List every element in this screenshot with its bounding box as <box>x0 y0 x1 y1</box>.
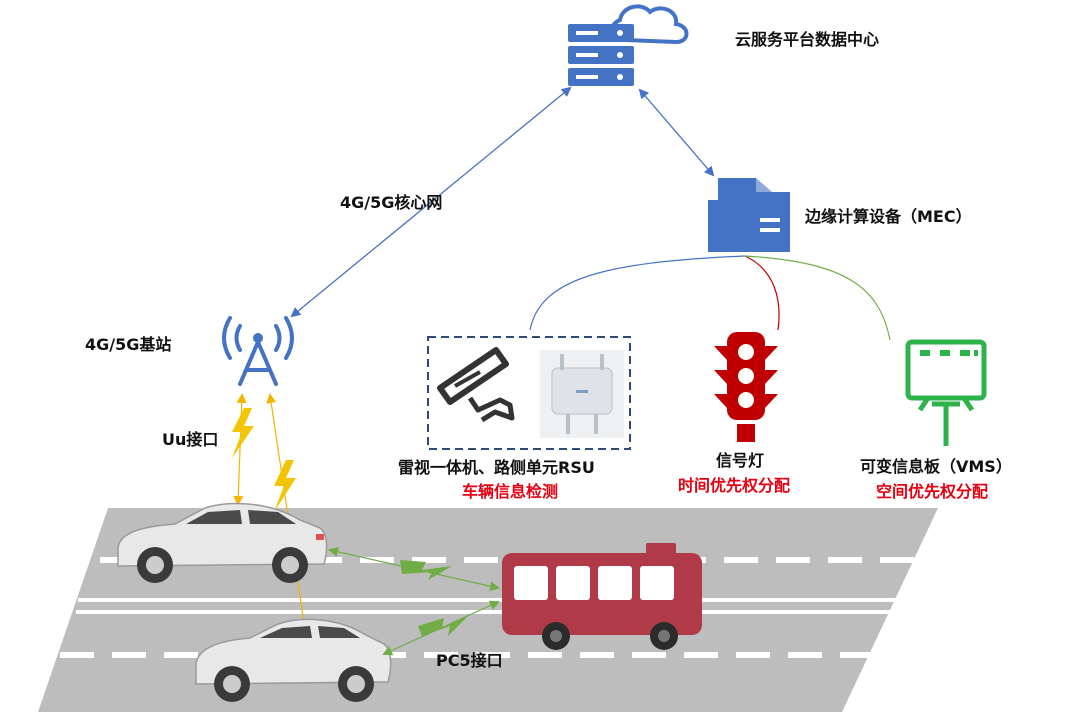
mec-folder-icon <box>708 178 790 252</box>
lightning-icon <box>418 614 470 636</box>
lightning-icon <box>274 460 296 512</box>
bus-icon <box>502 543 702 650</box>
lightning-icon <box>400 560 452 580</box>
rsu-device-icon <box>540 350 624 438</box>
mec-vms-link <box>744 255 891 341</box>
vms-label: 可变信息板（VMS） <box>860 457 1012 476</box>
car-icon <box>117 502 328 583</box>
uu-interface-label: Uu接口 <box>162 430 218 449</box>
core-network-link <box>290 86 572 318</box>
signal-function-label: 时间优先权分配 <box>678 476 790 495</box>
mec-rsu-link <box>529 255 746 331</box>
traffic-light-icon <box>714 332 778 442</box>
cloud-center-label: 云服务平台数据中心 <box>735 30 879 49</box>
lightning-icon <box>232 408 254 458</box>
vms-board-icon <box>905 339 987 446</box>
signal-light-label: 信号灯 <box>716 451 764 470</box>
uu-link-car2 <box>266 393 309 632</box>
mec-signal-link <box>744 255 780 331</box>
rsu-label: 雷视一体机、路侧单元RSU <box>398 458 595 477</box>
car-icon <box>195 618 392 702</box>
uu-link-car1 <box>233 393 247 506</box>
rsu-function-label: 车辆信息检测 <box>462 482 558 501</box>
vms-function-label: 空间优先权分配 <box>876 482 988 501</box>
cloud-mec-link <box>638 88 715 177</box>
rsu-group-box <box>427 336 631 450</box>
base-station-label: 4G/5G基站 <box>85 335 171 354</box>
pc5-interface-label: PC5接口 <box>436 651 503 670</box>
core-network-label: 4G/5G核心网 <box>340 193 442 212</box>
mec-label: 边缘计算设备（MEC） <box>804 207 972 226</box>
cloud-server-icon <box>568 4 689 86</box>
base-station-icon <box>222 316 294 386</box>
radar-camera-icon <box>437 347 515 423</box>
